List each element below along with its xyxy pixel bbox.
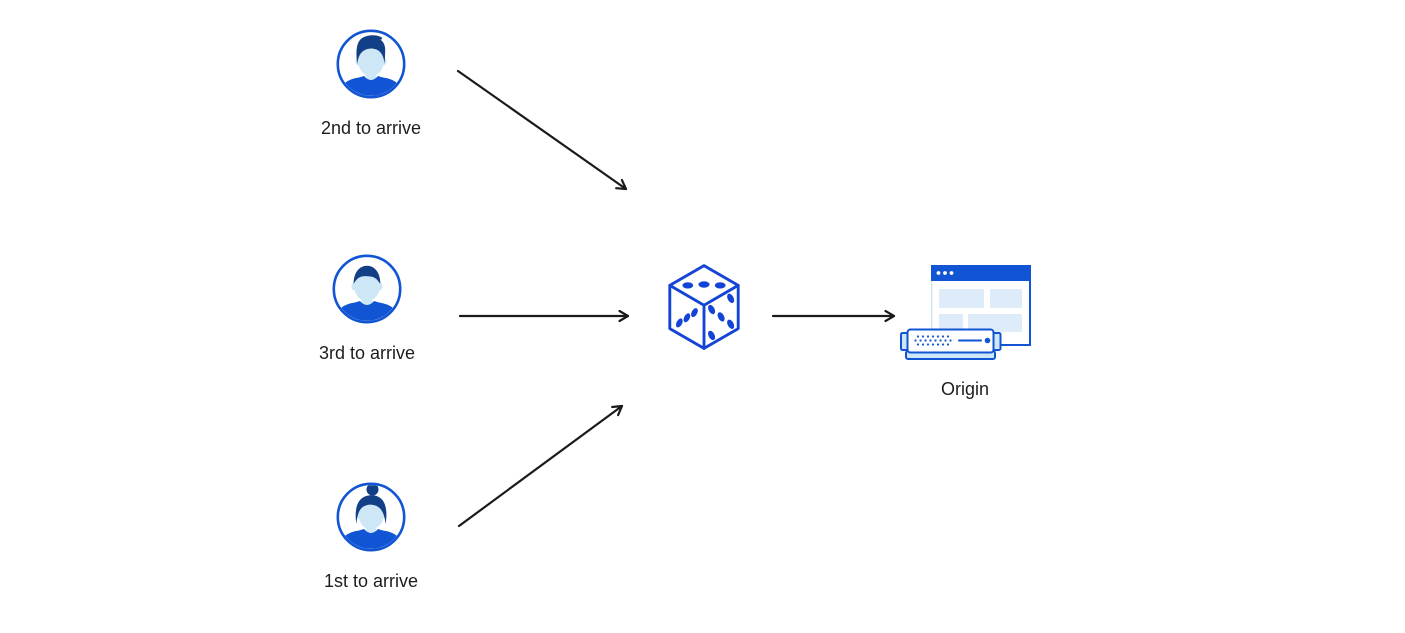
node-label-origin: Origin xyxy=(940,379,989,399)
origin-server-icon xyxy=(899,265,1031,360)
avatar-female-icon xyxy=(336,482,406,552)
arrow-1st-to-balancer xyxy=(457,404,624,528)
node-client-2nd: 2nd to arrive xyxy=(299,26,443,139)
dice-icon xyxy=(668,264,740,350)
node-label-3rd: 3rd to arrive xyxy=(318,343,416,363)
node-client-3rd: 3rd to arrive xyxy=(295,251,439,364)
server-icon xyxy=(899,328,1001,360)
node-balancer xyxy=(666,262,742,352)
node-label-2nd: 2nd to arrive xyxy=(320,118,422,138)
arrow-2nd-to-balancer xyxy=(456,69,628,191)
avatar-male-icon xyxy=(336,29,406,99)
node-origin: Origin xyxy=(895,262,1035,400)
avatar-male-icon xyxy=(332,254,402,324)
node-client-1st: 1st to arrive xyxy=(299,479,443,592)
node-label-1st: 1st to arrive xyxy=(323,571,419,591)
